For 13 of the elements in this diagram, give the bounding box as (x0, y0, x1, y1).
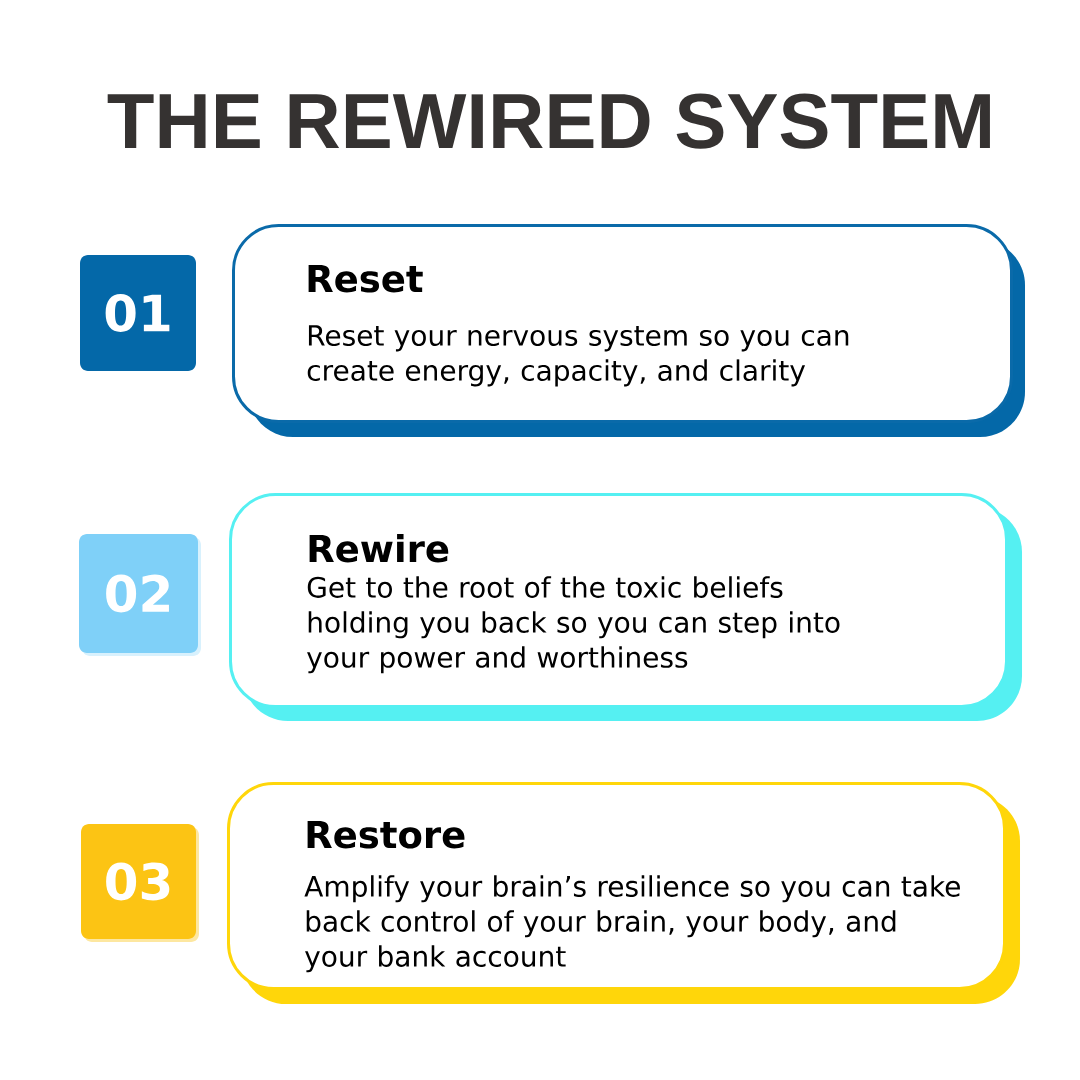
step-card (227, 782, 1020, 1004)
number-tile: 01 (80, 255, 196, 371)
number-tile: 03 (81, 824, 199, 942)
step-title: Reset (308, 265, 423, 293)
step-description: Reset your nervous system so you can create energy, capacity, and clarity (307, 325, 849, 387)
step-description: Get to the root of the toxic beliefs holding you back so you can step into your power and worthiness (307, 576, 840, 674)
step-title: Rewire (309, 533, 449, 563)
title: THE REWIRED SYSTEM (107, 93, 990, 149)
number-tile: 02 (79, 534, 201, 656)
step-title: Restore (307, 821, 465, 849)
step-card (232, 224, 1025, 437)
step-description: Amplify your brain’s resilience so you can take back control of your brain, your body, and your bank account (304, 875, 960, 973)
step-card (229, 493, 1022, 721)
